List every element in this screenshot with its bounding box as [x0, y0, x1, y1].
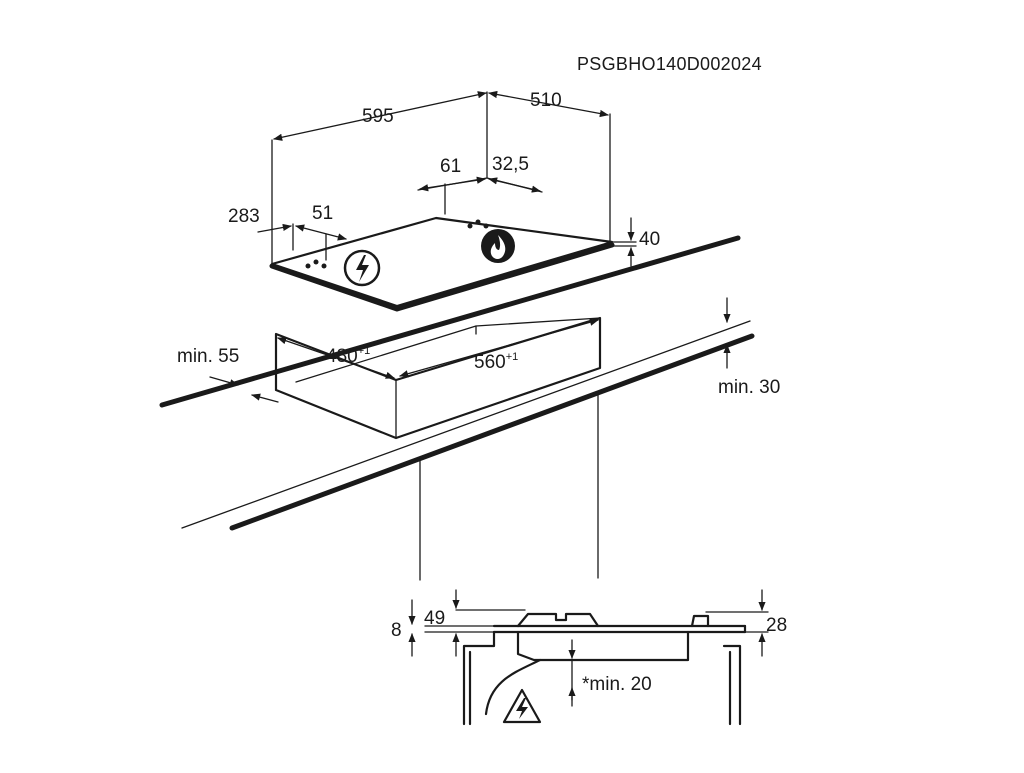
dim-small-51: 51: [312, 203, 333, 224]
drawing-code: PSGBHO140D002024: [577, 54, 762, 74]
dim-section-28: 28: [766, 615, 787, 636]
hob-dimensions: [257, 90, 637, 267]
dim-depth-510: 510: [530, 90, 562, 111]
dim-section-8: 8: [391, 620, 402, 641]
dim-top-61: 61: [440, 156, 461, 177]
cutout-dimensions: [209, 297, 731, 403]
section-dimensions: [408, 589, 766, 707]
hob: [269, 91, 615, 312]
dim-min-55: min. 55: [177, 346, 239, 367]
warning-triangle-icon: [502, 688, 542, 724]
dim-width-595: 595: [362, 106, 394, 127]
dim-cutout-560: 560+1: [474, 351, 518, 373]
dim-height-40: 40: [639, 229, 660, 250]
dim-min-30: min. 30: [718, 377, 780, 398]
dim-section-min-20: *min. 20: [582, 674, 652, 695]
dim-cutout-480: 480+1: [326, 345, 370, 367]
dim-section-49: 49: [424, 608, 445, 629]
flame-icon: [481, 229, 515, 263]
cross-section: [424, 609, 769, 726]
dim-offset-283: 283: [228, 206, 260, 227]
dim-top-32-5: 32,5: [492, 154, 529, 175]
cutout: [274, 316, 602, 440]
lightning-icon: [343, 249, 381, 287]
